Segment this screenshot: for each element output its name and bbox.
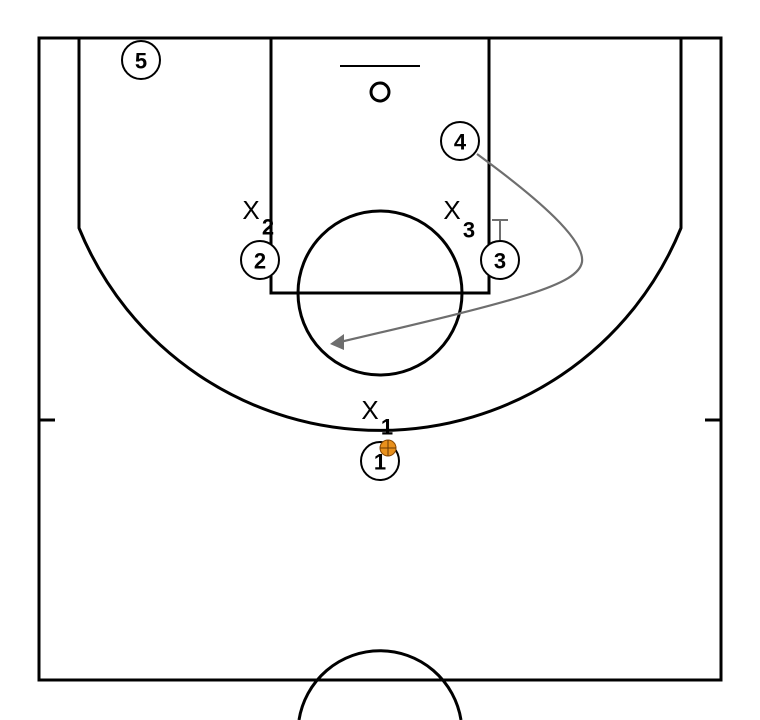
paint-lane	[269, 38, 491, 295]
player-5-circle	[121, 40, 161, 80]
rim	[369, 81, 391, 103]
player-2-number: 2	[254, 249, 266, 274]
player-5: 5	[121, 40, 161, 80]
player-4-number: 4	[454, 130, 467, 155]
defender-x1-letter: X	[361, 395, 378, 425]
cut-arrowhead-icon	[330, 334, 344, 350]
center-circle	[297, 649, 463, 720]
defender-x3-letter: X	[443, 195, 460, 225]
player-1-number: 1	[374, 450, 386, 475]
basketball-icon	[379, 439, 397, 457]
player-3-number: 3	[494, 249, 506, 274]
three-point-line	[77, 38, 683, 432]
defender-x2: X 2	[242, 195, 274, 240]
defender-x1-sub: 1	[381, 415, 393, 440]
free-throw-circle	[296, 209, 464, 377]
player-3-circle	[480, 240, 520, 280]
player-4: 4	[440, 121, 480, 161]
player-5-number: 5	[135, 49, 147, 74]
court-boundary	[37, 36, 723, 682]
player-4-circle	[440, 121, 480, 161]
defender-x2-letter: X	[242, 195, 259, 225]
player-2-circle	[240, 240, 280, 280]
defender-x2-sub: 2	[262, 215, 274, 240]
defender-x1: X 1	[361, 395, 393, 440]
defender-x3-sub: 3	[463, 218, 475, 243]
player-3: 3	[480, 240, 520, 280]
player-4-cut-path	[339, 153, 584, 344]
defender-x3: X 3	[443, 195, 475, 243]
player-2: 2	[240, 240, 280, 280]
